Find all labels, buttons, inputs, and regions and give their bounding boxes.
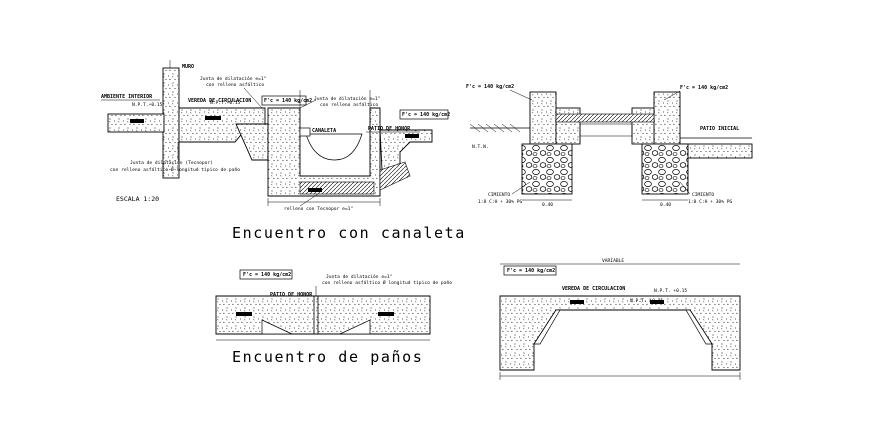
cimiento-right-sub: 1:8 C:H + 30% PG xyxy=(688,199,732,205)
npt-label-4b: N.P.T. +0.15 xyxy=(630,298,663,304)
fc-label-1: F'c = 140 kg/cm2 xyxy=(264,98,312,104)
npt-label-1: N.P.T.+0.15 xyxy=(132,102,163,108)
left-wall xyxy=(529,91,557,145)
junta-label-3: Junta de dilatación (Tecnopor) xyxy=(130,159,213,166)
junta-label-1: Junta de dilatación e=1" xyxy=(200,75,266,82)
right-wall xyxy=(653,91,681,145)
dim-right: 0.40 xyxy=(660,202,671,208)
vereda-fc-label: F'c = 140 kg/cm2 xyxy=(507,268,555,274)
vereda-label-4: VEREDA DE CIRCULACION xyxy=(562,286,625,292)
relleno-label: relleno con Tecnopor e=1" xyxy=(284,206,353,212)
detail-footings: F'c = 140 kg/cm2 F'c = 140 kg/cm2 N.T.N.… xyxy=(466,84,753,208)
cimiento-left-sub: 1:8 C:H + 30% PG xyxy=(478,199,522,205)
fc-right-label: F'c = 140 kg/cm2 xyxy=(680,85,728,91)
slope-block xyxy=(235,123,269,161)
panos-patio-label: PATIO DE HONOR xyxy=(270,292,313,298)
npt-label-4: N.P.T. +0.15 xyxy=(654,288,687,294)
scale-note: ESCALA 1:20 xyxy=(116,195,159,203)
detail-vereda: VARIABLE F'c = 140 kg/cm2 VEREDA DE CIRC… xyxy=(499,258,741,380)
junta-label-2b: con relleno asfáltico xyxy=(320,101,378,108)
detail-canaleta: MURO AMBIENTE INTERIOR N.P.T.+0.15 N.P.T… xyxy=(101,60,450,212)
vereda-label: VEREDA DE CIRCULACION xyxy=(188,98,251,104)
center-slab xyxy=(555,113,655,123)
panos-junta-sub: con relleno asfáltico Ø longitud típico … xyxy=(322,279,452,286)
canaleta-label: CANALETA xyxy=(312,128,336,134)
junta-label-2: Junta de dilatación e=1" xyxy=(314,95,380,102)
patio-inicial-label: PATIO INICIAL xyxy=(700,126,739,132)
variable-label: VARIABLE xyxy=(602,258,624,264)
dim-left: 0.40 xyxy=(542,202,553,208)
muro-label: MURO xyxy=(182,64,194,70)
canaleta-channel xyxy=(305,133,363,161)
fc-label-2: F'c = 140 kg/cm2 xyxy=(402,112,450,118)
right-footing xyxy=(641,143,689,195)
cimiento-left-label: CIMIENTO xyxy=(488,192,510,198)
patio-inicial-slab xyxy=(679,143,753,159)
junta-label-1b: con relleno asfáltico xyxy=(206,81,264,88)
cimiento-right-label: CIMIENTO xyxy=(692,192,714,198)
ntn-label: N.T.N. xyxy=(472,144,489,150)
title-canaleta: Encuentro con canaleta xyxy=(232,224,466,242)
fc-left-label: F'c = 140 kg/cm2 xyxy=(466,84,514,90)
left-footing xyxy=(521,143,573,195)
title-panos: Encuentro de paños xyxy=(232,348,423,366)
panos-fc-label: F'c = 140 kg/cm2 xyxy=(243,272,291,278)
ambiente-interior-label: AMBIENTE INTERIOR xyxy=(101,94,153,100)
junta-label-3b: con relleno asfáltico Ø longitud típico … xyxy=(110,166,240,173)
panos-junta-label: Junta de dilatación e=1" xyxy=(326,273,392,280)
patio-label: PATIO DE HONOR xyxy=(368,126,411,132)
detail-panos: F'c = 140 kg/cm2 PATIO DE HONOR Junta de… xyxy=(215,269,452,341)
npt-label-2: N.P.T.+0.15 xyxy=(210,100,241,106)
